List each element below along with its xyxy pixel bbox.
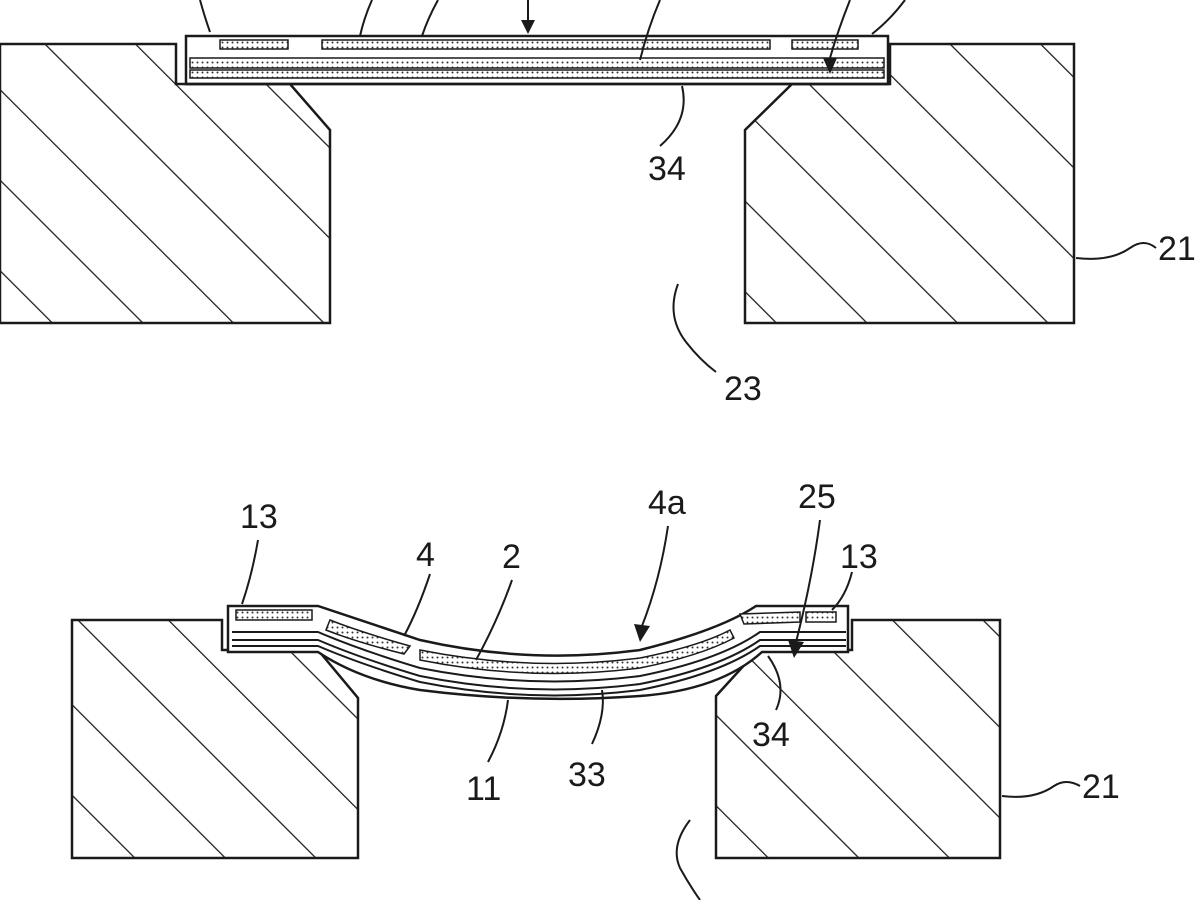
bottom-label-25: 25	[798, 478, 836, 516]
bottom-label-4a: 4a	[648, 484, 686, 522]
top-label-34: 34	[648, 150, 686, 188]
bottom-label-2: 2	[502, 538, 521, 576]
top-label-23: 23	[724, 370, 762, 408]
top-left-block	[0, 42, 332, 325]
bottom-label-13-left: 13	[240, 498, 278, 536]
bottom-label-13-right: 13	[840, 538, 878, 576]
bottom-right-block	[714, 618, 1002, 860]
top-layer-stack	[184, 34, 890, 86]
bottom-layer-stack	[226, 604, 850, 701]
bottom-view: 13 4 2 4a 25 13 34 11 33 21	[70, 478, 1120, 900]
top-view: 34 21 23	[0, 0, 1196, 408]
bottom-label-21: 21	[1082, 768, 1120, 806]
bottom-label-4: 4	[416, 536, 435, 574]
top-right-block	[743, 42, 1076, 325]
top-label-21: 21	[1158, 230, 1196, 268]
bottom-label-11: 11	[466, 770, 501, 808]
bottom-left-block	[70, 618, 360, 860]
bottom-label-33: 33	[568, 756, 606, 794]
bottom-label-34: 34	[752, 716, 790, 754]
